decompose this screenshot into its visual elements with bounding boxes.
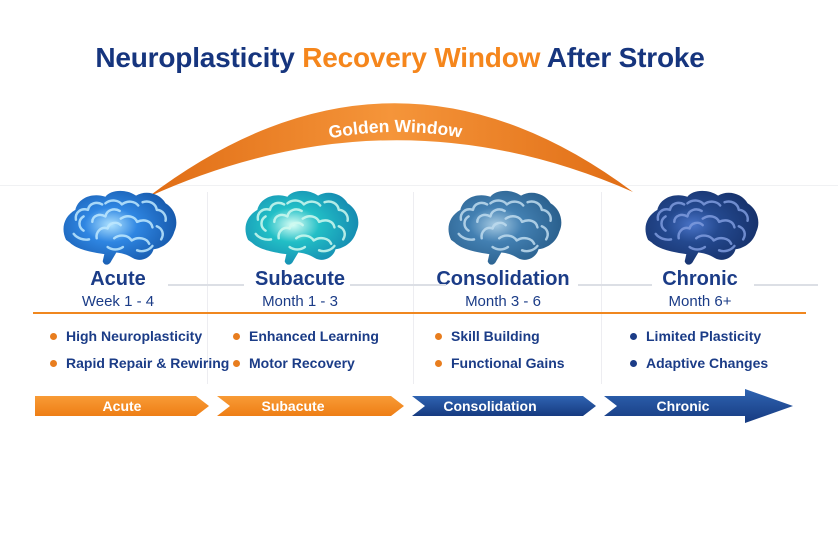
bullet-item: Rapid Repair & Rewiring — [50, 355, 240, 371]
title-part-orange: Recovery Window — [302, 42, 541, 73]
bullet-item: Adaptive Changes — [630, 355, 820, 371]
stage-period-chronic: Month 6+ — [668, 293, 732, 310]
stage-bullets-chronic: Limited Plasticity Adaptive Changes — [630, 328, 820, 382]
stage-period-subacute: Month 1 - 3 — [262, 293, 338, 310]
title-part-navy1: Neuroplasticity — [95, 42, 295, 73]
bullet-dot — [630, 333, 637, 340]
golden-window-band — [148, 103, 633, 197]
label-connector-line — [168, 284, 244, 286]
stage-period-acute: Week 1 - 4 — [81, 293, 155, 310]
column-divider — [413, 192, 414, 384]
title-part-navy2: After Stroke — [546, 42, 705, 73]
stage-name-subacute: Subacute — [254, 268, 346, 290]
timeline-label-acute: Acute — [102, 398, 142, 414]
timeline-segment-chronic-arrowhead — [604, 389, 793, 423]
bullet-text: High Neuroplasticity — [66, 328, 203, 344]
bullet-item: Skill Building — [435, 328, 625, 344]
bullet-item: Enhanced Learning — [233, 328, 423, 344]
column-divider — [601, 192, 602, 384]
label-connector-line — [754, 284, 818, 286]
faint-horizontal-guide — [0, 185, 838, 186]
bullet-dot — [50, 333, 57, 340]
orange-divider-line — [33, 312, 806, 314]
brain-icon-chronic — [645, 190, 759, 265]
bullet-dot — [630, 360, 637, 367]
label-connector-line — [578, 284, 652, 286]
column-divider — [207, 192, 208, 384]
brain-icon-consolidation — [448, 190, 562, 265]
timeline-segment-acute — [35, 396, 209, 416]
timeline-label-consolidation: Consolidation — [443, 398, 537, 414]
bullet-dot — [50, 360, 57, 367]
bullet-text: Enhanced Learning — [249, 328, 379, 344]
bullet-text: Functional Gains — [451, 355, 565, 371]
timeline-segment-subacute — [217, 396, 404, 416]
bullet-text: Motor Recovery — [249, 355, 355, 371]
bullet-item: Limited Plasticity — [630, 328, 820, 344]
page-title: Neuroplasticity Recovery Window After St… — [0, 42, 800, 74]
timeline-label-subacute: Subacute — [261, 398, 325, 414]
stage-name-chronic: Chronic — [662, 268, 738, 290]
bullet-item: High Neuroplasticity — [50, 328, 240, 344]
stage-name-acute: Acute — [90, 268, 146, 290]
bullet-dot — [435, 360, 442, 367]
stage-bullets-acute: High Neuroplasticity Rapid Repair & Rewi… — [50, 328, 240, 382]
bullet-item: Motor Recovery — [233, 355, 423, 371]
bullet-dot — [233, 333, 240, 340]
stage-bullets-consolidation: Skill Building Functional Gains — [435, 328, 625, 382]
bullet-dot — [233, 360, 240, 367]
bullet-text: Limited Plasticity — [646, 328, 762, 344]
bullet-text: Adaptive Changes — [646, 355, 769, 371]
bullet-text: Skill Building — [451, 328, 540, 344]
stage-period-consolidation: Month 3 - 6 — [465, 293, 541, 310]
brain-icon-subacute — [245, 190, 359, 265]
timeline-segment-consolidation — [412, 396, 596, 416]
timeline-label-chronic: Chronic — [656, 398, 710, 414]
bullet-dot — [435, 333, 442, 340]
brain-icon-acute — [63, 190, 177, 265]
stage-name-consolidation: Consolidation — [436, 268, 570, 290]
timeline-arrow — [35, 389, 793, 423]
bullet-text: Rapid Repair & Rewiring — [66, 355, 230, 371]
label-connector-line — [350, 284, 446, 286]
stage-bullets-subacute: Enhanced Learning Motor Recovery — [233, 328, 423, 382]
bullet-item: Functional Gains — [435, 355, 625, 371]
